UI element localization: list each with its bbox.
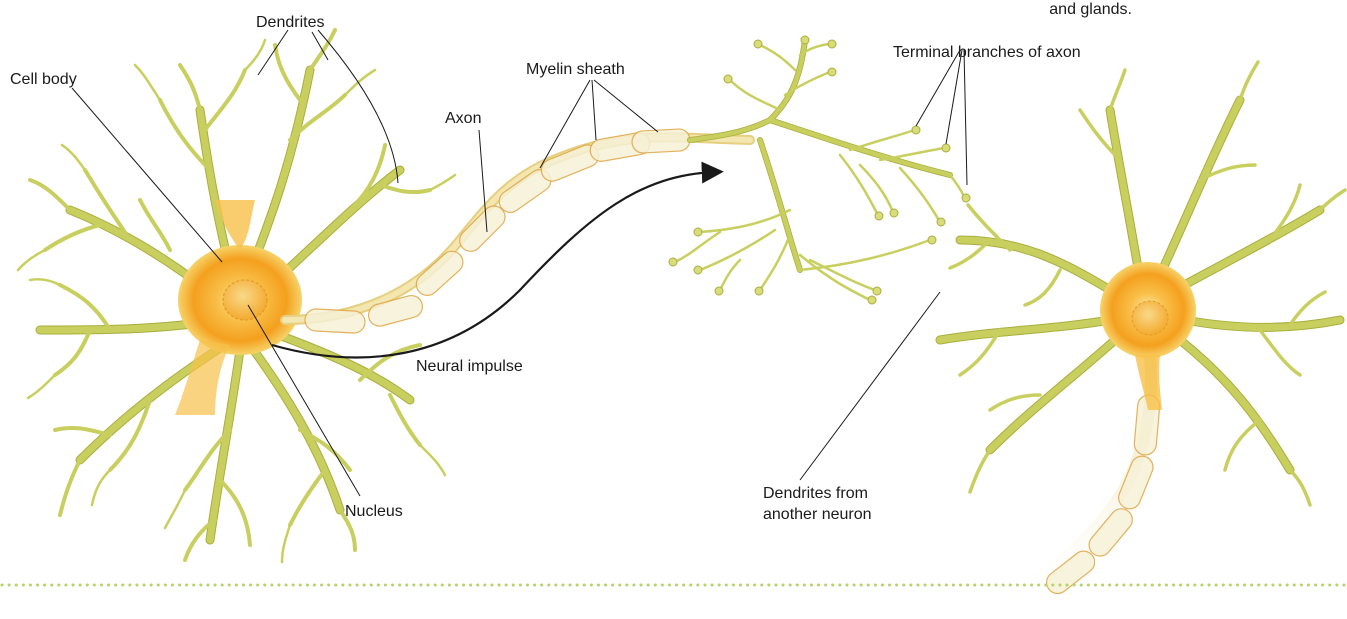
leader-dendrites-a [258, 30, 288, 75]
leader-myelin-b [592, 80, 596, 140]
leader-myelin-c [594, 80, 658, 132]
leader-nucleus [248, 305, 360, 496]
label-terminal-branches: Terminal branches of axon [893, 44, 1081, 61]
label-cropped-caption: and glands. [1049, 1, 1132, 18]
label-nucleus: Nucleus [345, 503, 403, 520]
label-myelin-sheath: Myelin sheath [526, 61, 625, 78]
label-dendrites-other-line2: another neuron [763, 506, 872, 523]
right-axon [985, 355, 1161, 615]
label-dendrites: Dendrites [256, 14, 324, 31]
right-nucleus [1132, 301, 1168, 335]
label-axon: Axon [445, 110, 481, 127]
label-dendrites-other-line1: Dendrites from [763, 485, 868, 502]
leader-terminal-a [916, 50, 960, 126]
leader-terminal-c [964, 50, 967, 185]
leader-terminal-b [946, 50, 962, 144]
right-cell-body [1100, 262, 1196, 410]
terminal-branches [669, 36, 970, 304]
left-nucleus [223, 280, 267, 320]
leader-dendrites-other [800, 292, 940, 480]
label-cell-body: Cell body [10, 71, 77, 88]
label-neural-impulse: Neural impulse [416, 358, 523, 375]
